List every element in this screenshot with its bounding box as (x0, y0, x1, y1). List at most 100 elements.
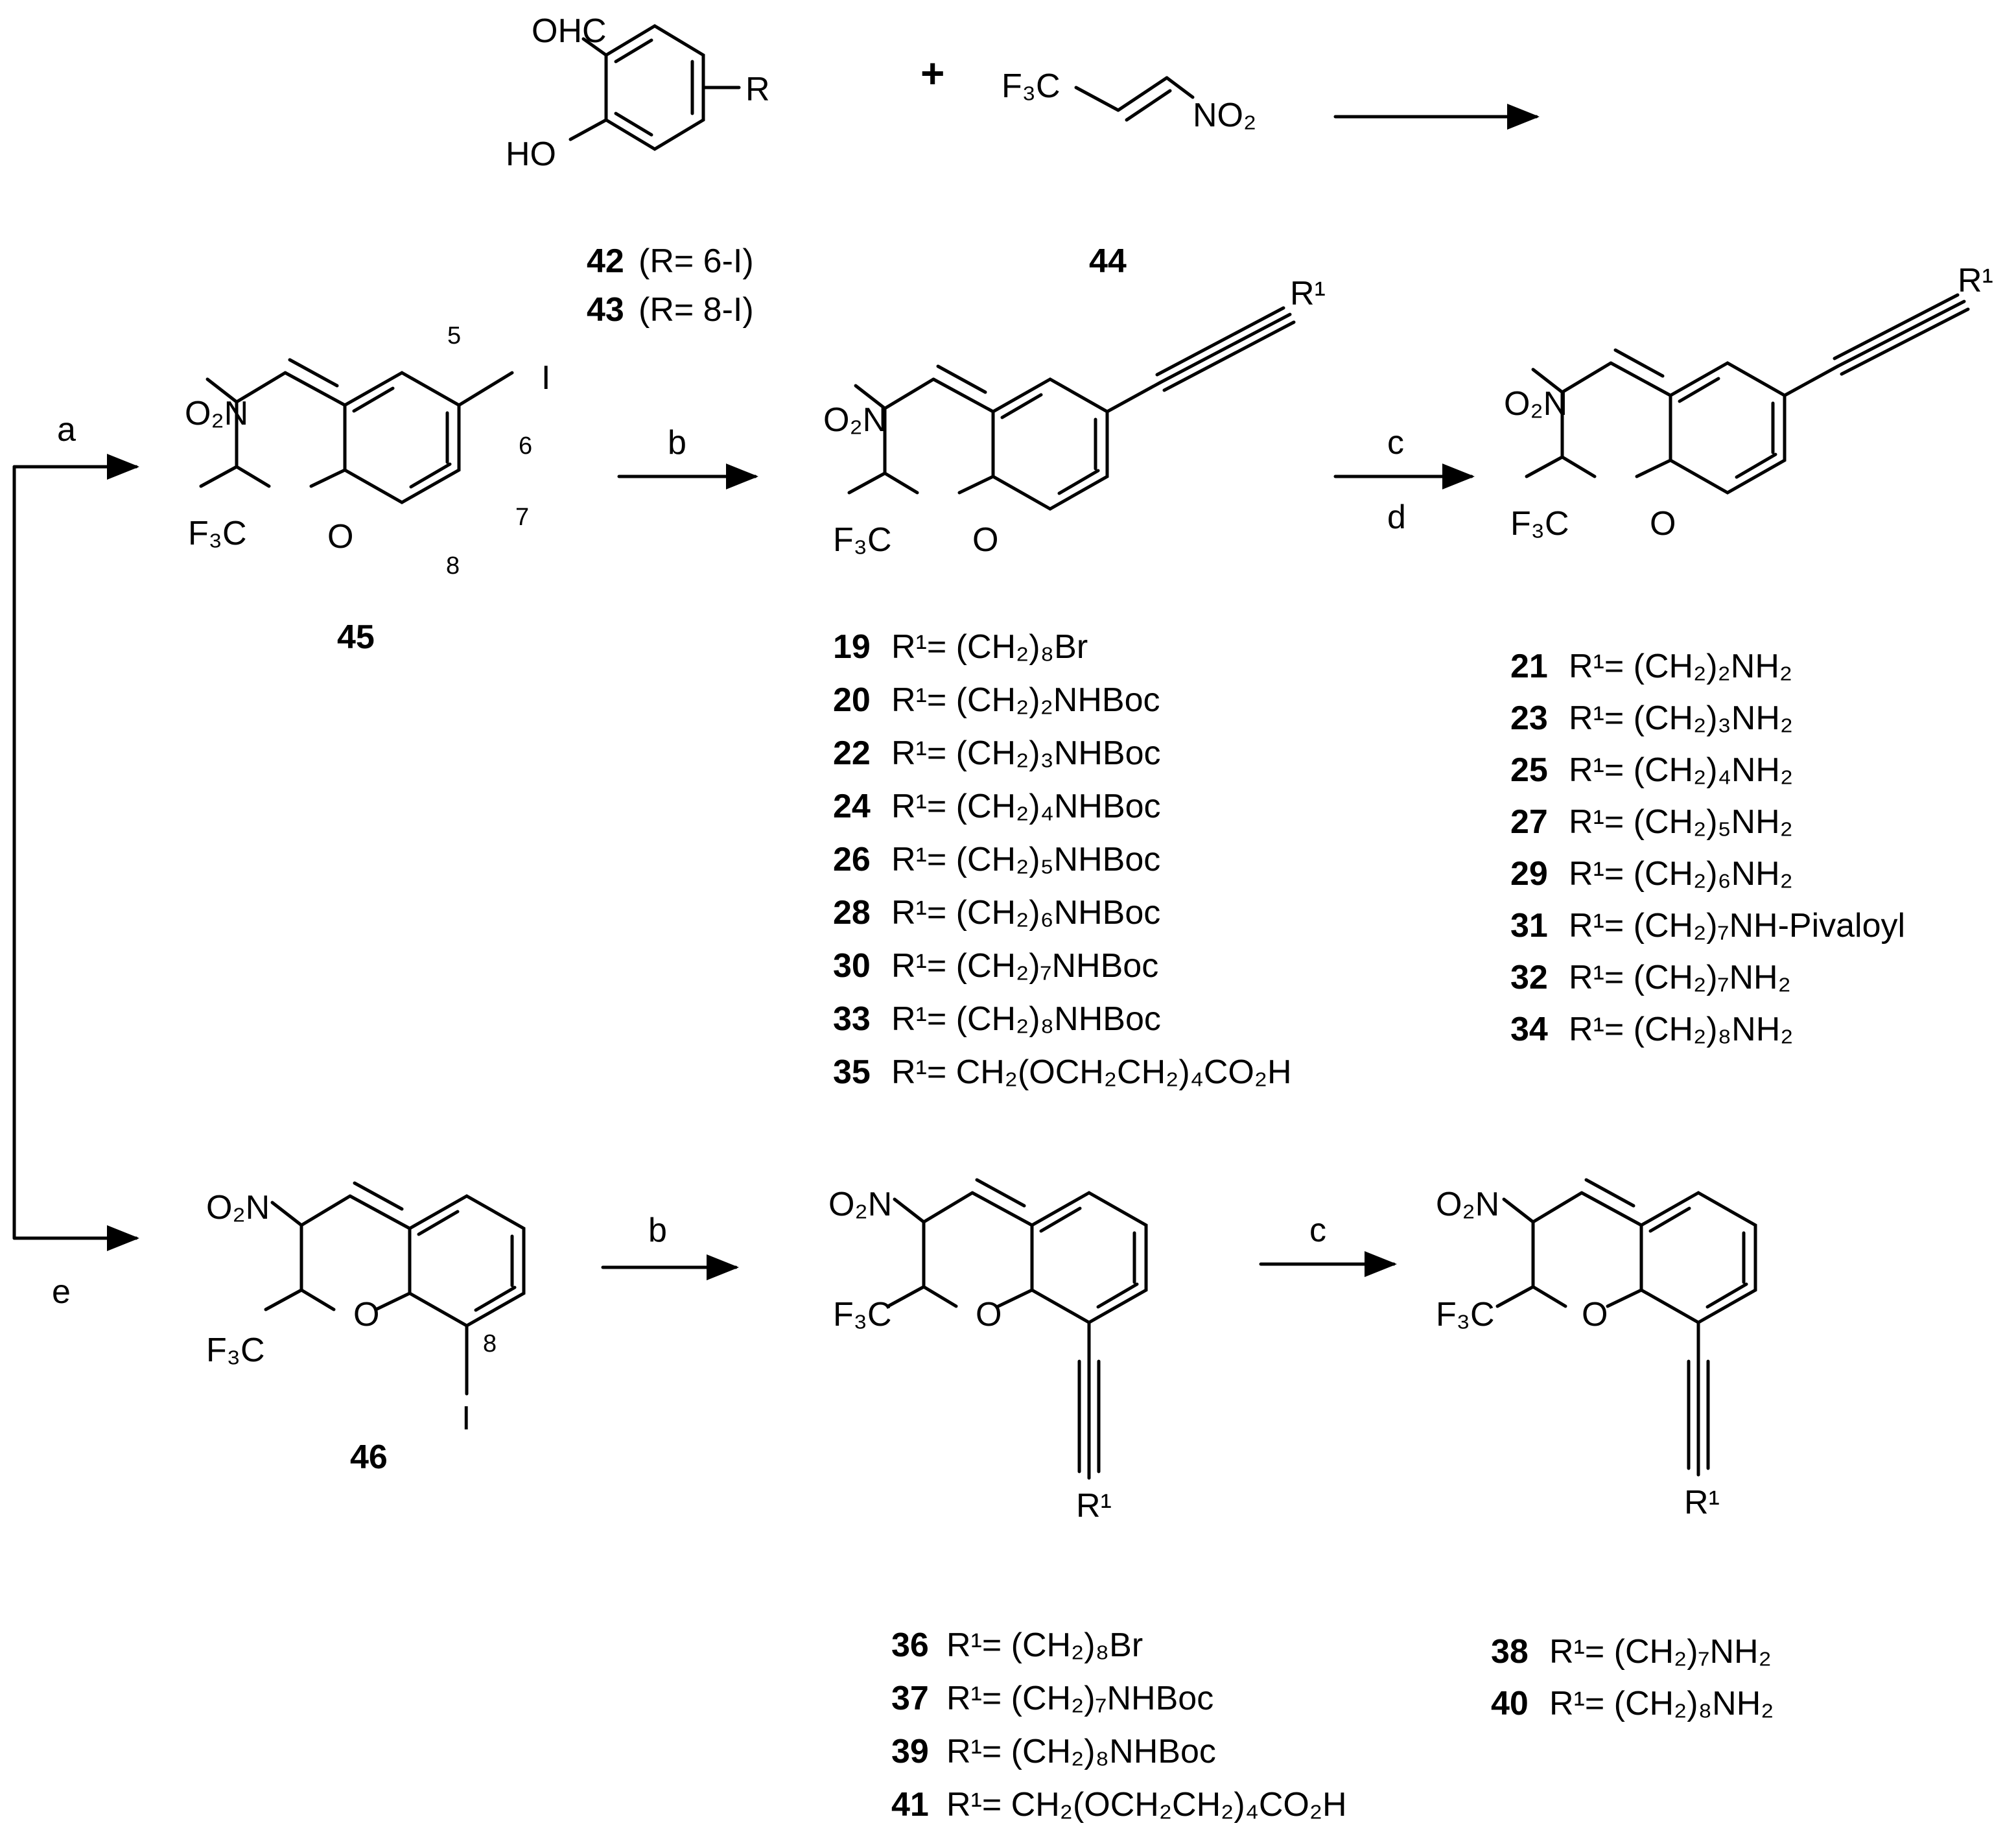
position-5-label: 5 (447, 322, 461, 349)
r1-label: R¹ (1290, 275, 1326, 312)
compound-6-alkynyl-boc-structure: O₂N F₃C O R¹ (823, 275, 1326, 559)
step-b-label: b (668, 424, 686, 462)
compound-number: 39 (891, 1733, 929, 1770)
compound-number: 38 (1491, 1633, 1529, 1671)
list-8-alkynyl-boc: 36 R¹= (CH₂)₈Br 37 R¹= (CH₂)₇NHBoc 39 R¹… (891, 1626, 1347, 1824)
no2-label: NO₂ (1193, 97, 1256, 134)
r1-definition: R¹= (CH₂)₇NHBoc (891, 947, 1158, 985)
r1-definition: R¹= (CH₂)₈NH₂ (1549, 1685, 1774, 1722)
r1-definition: R¹= (CH₂)₄NH₂ (1569, 751, 1793, 789)
r1-definition: R¹= (CH₂)₅NH₂ (1569, 803, 1793, 841)
list-6-alkynyl-amine: 21 R¹= (CH₂)₂NH₂ 23 R¹= (CH₂)₃NH₂ 25 R¹=… (1510, 648, 1905, 1048)
ring-oxygen-label: O (327, 518, 353, 556)
r1-definition: R¹= (CH₂)₆NHBoc (891, 894, 1160, 932)
ho-label: HO (506, 135, 556, 173)
o2n-label: O₂N (206, 1189, 270, 1227)
list-8-alkynyl-amine: 38 R¹= (CH₂)₇NH₂ 40 R¹= (CH₂)₈NH₂ (1491, 1633, 1774, 1722)
compound-number: 36 (891, 1626, 929, 1664)
compound-6-alkynyl-amine-structure: O₂N F₃C O R¹ (1504, 262, 1993, 543)
compound-number: 30 (833, 947, 871, 985)
compound-number: 31 (1510, 907, 1548, 945)
compound-46-label: 46 (350, 1438, 388, 1476)
salicylaldehyde-structure: OHC HO R (506, 12, 770, 173)
list-6-alkynyl-boc: 19 R¹= (CH₂)₈Br 20 R¹= (CH₂)₂NHBoc 22 R¹… (833, 628, 1292, 1091)
r1-definition: R¹= (CH₂)₇NH₂ (1549, 1633, 1772, 1671)
compound-number: 22 (833, 734, 871, 772)
r1-definition: R¹= (CH₂)₃NHBoc (891, 734, 1161, 772)
f3c-label: F₃C (206, 1332, 265, 1369)
compound-number: 37 (891, 1680, 929, 1717)
step-e-label: e (52, 1273, 71, 1311)
compound-8-alkynyl-boc-structure: O₂N F₃C O R¹ (828, 1180, 1146, 1525)
r1-label: R¹ (1076, 1487, 1112, 1525)
r1-definition: R¹= (CH₂)₅NHBoc (891, 841, 1160, 878)
step-c-label: c (1387, 424, 1404, 462)
compound-number: 43 (587, 291, 624, 329)
ring-oxygen-label: O (976, 1296, 1002, 1333)
compound-number: 28 (833, 894, 871, 932)
r1-definition: R¹= (CH₂)₈NHBoc (891, 1000, 1161, 1038)
compound-number: 32 (1510, 959, 1548, 996)
reactant-r-note: (R= 8-I) (639, 291, 754, 329)
compound-8-alkynyl-amine-structure: O₂N F₃C O R¹ (1436, 1180, 1755, 1521)
r1-definition: R¹= (CH₂)₄NHBoc (891, 788, 1161, 825)
ring-oxygen-label: O (972, 521, 998, 559)
reactant-r-note: (R= 6-I) (639, 242, 754, 280)
position-7-label: 7 (515, 504, 529, 531)
compound-number: 20 (833, 681, 871, 719)
r1-label: R¹ (1958, 262, 1993, 299)
reactant-labels: 42 (R= 6-I) 43 (R= 8-I) 44 (587, 242, 1127, 329)
o2n-label: O₂N (1504, 385, 1567, 423)
step-b-label: b (648, 1212, 667, 1249)
r1-label: R¹ (1684, 1484, 1720, 1521)
iodo-label: I (541, 359, 550, 397)
o2n-label: O₂N (1436, 1186, 1499, 1223)
iodo-label: I (462, 1400, 471, 1437)
f3c-label: F₃C (1510, 505, 1569, 543)
r1-definition: R¹= (CH₂)₇NH₂ (1569, 959, 1791, 996)
o2n-label: O₂N (828, 1186, 892, 1223)
r1-definition: R¹= (CH₂)₇NHBoc (946, 1680, 1213, 1717)
compound-number: 21 (1510, 648, 1548, 685)
compound-number: 27 (1510, 803, 1548, 841)
r1-definition: R¹= (CH₂)₈Br (946, 1626, 1143, 1664)
r1-definition: R¹= CH₂(OCH₂CH₂)₄CO₂H (891, 1053, 1292, 1091)
compound-45-label: 45 (337, 618, 375, 656)
ring-oxygen-label: O (353, 1296, 379, 1333)
compound-number: 19 (833, 628, 871, 666)
f3c-label: F₃C (833, 1296, 892, 1333)
ring-oxygen-label: O (1650, 505, 1676, 543)
compound-number: 41 (891, 1786, 929, 1824)
compound-number: 29 (1510, 855, 1548, 893)
compound-number: 23 (1510, 699, 1548, 737)
compound-number: 24 (833, 788, 871, 825)
r1-definition: R¹= (CH₂)₈NHBoc (946, 1733, 1216, 1770)
o2n-label: O₂N (823, 401, 887, 439)
r1-definition: R¹= (CH₂)₇NH-Pivaloyl (1569, 907, 1905, 945)
f3c-label: F₃C (1002, 67, 1061, 105)
position-6-label: 6 (519, 432, 532, 460)
r1-definition: R¹= (CH₂)₆NH₂ (1569, 855, 1793, 893)
ohc-label: OHC (532, 12, 607, 50)
r1-definition: R¹= (CH₂)₈NH₂ (1569, 1011, 1793, 1048)
r1-definition: R¹= (CH₂)₂NH₂ (1569, 648, 1792, 685)
position-8-label: 8 (483, 1330, 497, 1357)
r-substituent-label: R (745, 71, 770, 108)
step-c-label: c (1309, 1212, 1326, 1249)
compound-number: 25 (1510, 751, 1548, 789)
r1-definition: R¹= (CH₂)₈Br (891, 628, 1088, 666)
r1-definition: R¹= (CH₂)₃NH₂ (1569, 699, 1793, 737)
step-d-label: d (1387, 499, 1406, 536)
r1-definition: R¹= CH₂(OCH₂CH₂)₄CO₂H (946, 1786, 1347, 1824)
step-a-label: a (57, 411, 76, 449)
compound-number: 44 (1089, 242, 1127, 280)
compound-45-structure: O₂N F₃C O I 5 6 7 8 (185, 322, 550, 580)
compound-number: 34 (1510, 1011, 1548, 1048)
o2n-label: O₂N (185, 395, 248, 432)
compound-number: 35 (833, 1053, 871, 1091)
trifluoronitropropene-structure: F₃C NO₂ (1002, 67, 1256, 134)
f3c-label: F₃C (1436, 1296, 1495, 1333)
f3c-label: F₃C (833, 521, 892, 559)
r1-definition: R¹= (CH₂)₂NHBoc (891, 681, 1160, 719)
